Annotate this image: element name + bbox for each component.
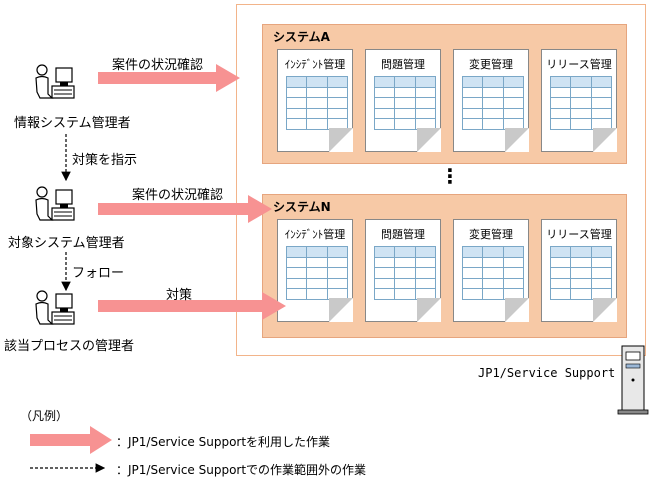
doc-change-n: 変更管理 xyxy=(453,219,529,322)
doc-title: ｲﾝｼﾃﾞﾝﾄ管理 xyxy=(284,228,346,241)
doc-release-n: リリース管理 xyxy=(541,219,617,322)
doc-change-a: 変更管理 xyxy=(453,49,529,152)
page-fold-icon xyxy=(505,298,529,322)
doc-table-icon xyxy=(373,246,437,300)
doc-title: 問題管理 xyxy=(381,228,425,241)
page-fold-icon xyxy=(329,298,353,322)
doc-title: リリース管理 xyxy=(546,58,612,71)
page-fold-icon xyxy=(417,298,441,322)
system-n-title: システムN xyxy=(273,200,331,214)
actor-label-process-admin: 該当プロセスの管理者 xyxy=(4,339,135,354)
system-admin-person-icon xyxy=(35,186,75,221)
admin-person-icon xyxy=(35,64,75,99)
product-label: JP1/Service Support xyxy=(478,366,616,380)
arrow-label-follow: フォロー xyxy=(72,266,125,281)
doc-incident-n: ｲﾝｼﾃﾞﾝﾄ管理 xyxy=(277,219,353,322)
legend-title: （凡例） xyxy=(20,409,69,423)
doc-incident-a: ｲﾝｼﾃﾞﾝﾄ管理 xyxy=(277,49,353,152)
doc-problem-n: 問題管理 xyxy=(365,219,441,322)
doc-table-icon xyxy=(461,246,525,300)
arrow-label-action: 対策 xyxy=(166,288,193,303)
check-arrow-1 xyxy=(98,64,240,92)
actor-label-system-admin: 対象システム管理者 xyxy=(8,236,125,251)
action-arrow xyxy=(98,292,286,320)
actor-label-info-admin: 情報システム管理者 xyxy=(14,116,131,131)
doc-table-icon xyxy=(285,76,349,130)
doc-table-icon xyxy=(285,246,349,300)
doc-problem-a: 問題管理 xyxy=(365,49,441,152)
doc-title: リリース管理 xyxy=(546,228,612,241)
doc-title: 変更管理 xyxy=(469,228,513,241)
doc-release-a: リリース管理 xyxy=(541,49,617,152)
doc-table-icon xyxy=(549,76,613,130)
doc-table-icon xyxy=(549,246,613,300)
page-fold-icon xyxy=(417,128,441,152)
arrow-label-check-2: 案件の状況確認 xyxy=(132,188,224,203)
doc-table-icon xyxy=(373,76,437,130)
arrow-label-check-1: 案件の状況確認 xyxy=(112,58,204,73)
page-fold-icon xyxy=(593,298,617,322)
doc-title: 問題管理 xyxy=(381,58,425,71)
legend-solid-text: ：JP1/Service Supportを利用した作業 xyxy=(116,435,331,449)
system-a-title: システムA xyxy=(273,30,330,44)
process-admin-person-icon xyxy=(35,290,75,325)
check-arrow-2 xyxy=(98,195,272,223)
page-fold-icon xyxy=(593,128,617,152)
legend-dashed-text: ：JP1/Service Supportでの作業範囲外の作業 xyxy=(116,463,367,477)
ellipsis: ⋮ xyxy=(440,164,460,188)
page-fold-icon xyxy=(505,128,529,152)
legend-solid-arrow xyxy=(30,426,112,454)
system-a-box: システムA ｲﾝｼﾃﾞﾝﾄ管理 問題管理 変更管理 リリース管理 xyxy=(262,24,627,164)
page-fold-icon xyxy=(329,128,353,152)
doc-table-icon xyxy=(461,76,525,130)
doc-title: ｲﾝｼﾃﾞﾝﾄ管理 xyxy=(284,58,346,71)
arrow-label-instruct: 対策を指示 xyxy=(72,153,138,168)
server-icon xyxy=(617,345,649,415)
doc-title: 変更管理 xyxy=(469,58,513,71)
system-n-box: システムN ｲﾝｼﾃﾞﾝﾄ管理 問題管理 変更管理 リリース管理 xyxy=(262,194,627,338)
